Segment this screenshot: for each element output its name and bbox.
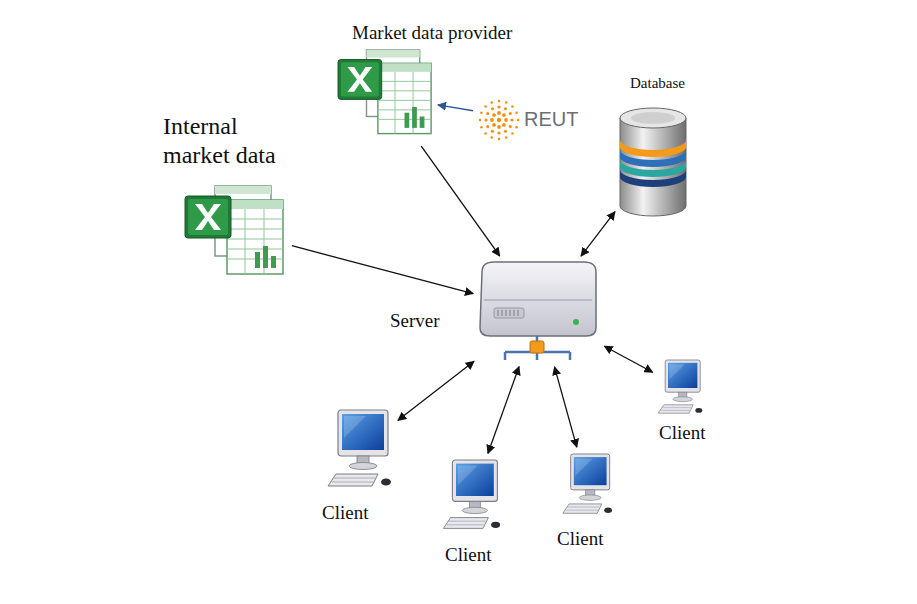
excel-file-node: Internal market data bbox=[185, 186, 287, 276]
server-icon bbox=[480, 262, 596, 360]
logo-dot bbox=[504, 118, 508, 122]
connector-arrow bbox=[292, 246, 473, 294]
label-slot: Server bbox=[390, 310, 440, 333]
logo-dot bbox=[486, 112, 489, 115]
node-label: Client bbox=[445, 544, 491, 567]
node-label: Client bbox=[659, 422, 705, 445]
logo-dot bbox=[497, 125, 501, 129]
label-slot: Internal market data bbox=[163, 112, 298, 170]
database-node: Database bbox=[618, 106, 688, 218]
node-label: Server bbox=[390, 310, 440, 333]
node-label: Client bbox=[557, 528, 603, 551]
logo-dot bbox=[498, 100, 501, 103]
client-node: Client bbox=[328, 408, 394, 490]
label-slot: Client bbox=[659, 422, 705, 445]
client-computer-icon bbox=[563, 454, 612, 513]
label-slot: Market data provider bbox=[352, 22, 512, 45]
client-computer-icon bbox=[443, 460, 500, 528]
client-computer-icon bbox=[328, 410, 391, 486]
logo-dot bbox=[504, 107, 507, 110]
connector-arrow bbox=[604, 346, 652, 372]
logo-dot bbox=[504, 130, 507, 133]
logo-dot bbox=[497, 131, 500, 134]
logo-dot bbox=[511, 132, 514, 135]
client-node: Client bbox=[657, 358, 703, 416]
database-cylinder bbox=[620, 108, 686, 216]
logo-dot bbox=[510, 118, 513, 121]
connector-arrow bbox=[421, 146, 499, 256]
excel-icon bbox=[185, 186, 283, 274]
node-label: Database bbox=[630, 74, 685, 92]
logo-dot bbox=[480, 126, 483, 129]
logo-dot bbox=[486, 125, 489, 128]
logo-dot bbox=[497, 111, 501, 115]
client-node: Client bbox=[443, 458, 503, 532]
logo-dot bbox=[515, 111, 518, 114]
connector-arrow bbox=[581, 212, 615, 256]
node-label: Internal market data bbox=[163, 112, 298, 170]
logo-dot bbox=[497, 105, 500, 108]
node-label: REUT bbox=[524, 107, 578, 131]
server-node: Server bbox=[478, 260, 600, 362]
logo-dot bbox=[491, 107, 494, 110]
logo-dot bbox=[502, 123, 506, 127]
connector-arrow bbox=[398, 361, 474, 420]
logo-dot bbox=[505, 101, 508, 104]
node-label: Market data provider bbox=[352, 22, 512, 45]
label-slot: Client bbox=[557, 528, 603, 551]
label-slot: REUT bbox=[524, 107, 578, 131]
logo-dot bbox=[517, 119, 520, 122]
logo-dot bbox=[484, 118, 487, 121]
excel-icon bbox=[338, 50, 431, 134]
label-slot: Database bbox=[630, 74, 685, 92]
node-label: Client bbox=[322, 502, 368, 525]
connector-arrow bbox=[438, 105, 473, 111]
client-node: Client bbox=[562, 452, 612, 516]
connector-arrow bbox=[488, 367, 519, 454]
logo-dot bbox=[484, 132, 487, 135]
logo-dot bbox=[480, 111, 483, 114]
logo-dot bbox=[492, 123, 496, 127]
reuters-logo bbox=[479, 100, 520, 141]
label-slot: Client bbox=[322, 502, 368, 525]
logo-dot bbox=[491, 130, 494, 133]
logo-dot bbox=[498, 138, 501, 141]
logo-dot bbox=[497, 118, 501, 122]
logo-dot bbox=[492, 113, 496, 117]
logo-dot bbox=[515, 126, 518, 129]
logo-dot bbox=[502, 113, 506, 117]
provider-logo-node: REUT bbox=[478, 92, 578, 148]
excel-file-node: Market data provider bbox=[338, 50, 433, 142]
logo-dot bbox=[490, 118, 494, 122]
label-slot: Client bbox=[445, 544, 491, 567]
logo-dot bbox=[509, 112, 512, 115]
logo-dot bbox=[484, 105, 487, 108]
logo-dot bbox=[509, 125, 512, 128]
logo-dot bbox=[479, 119, 482, 122]
client-computer-icon bbox=[658, 360, 702, 413]
connector-arrow bbox=[554, 367, 576, 447]
logo-dot bbox=[490, 101, 493, 104]
logo-dot bbox=[505, 136, 508, 139]
logo-dot bbox=[490, 136, 493, 139]
logo-dot bbox=[511, 105, 514, 108]
